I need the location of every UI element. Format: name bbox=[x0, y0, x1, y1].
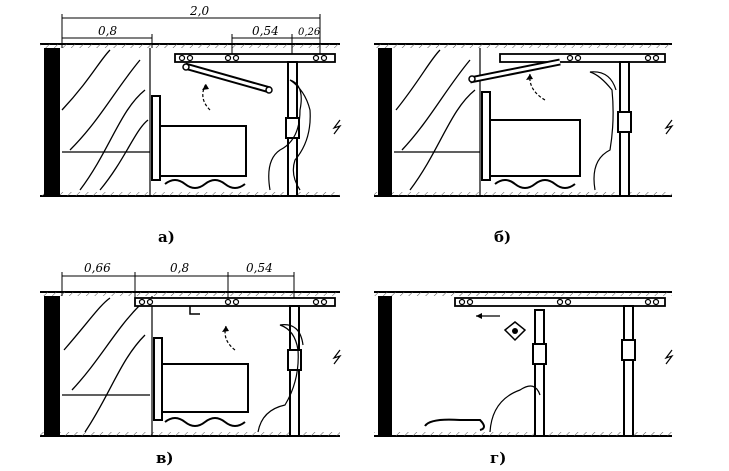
worker-figure bbox=[268, 79, 311, 191]
worker-figure bbox=[589, 71, 617, 191]
conveyor-chain bbox=[164, 179, 246, 189]
panel-label-g: г) bbox=[490, 449, 506, 467]
coal-face bbox=[44, 296, 60, 436]
seam-texture bbox=[394, 49, 480, 191]
dimension-lines-top bbox=[61, 14, 321, 54]
dim-0-8-bottom: 0,8 bbox=[170, 261, 189, 275]
hydraulic-prop bbox=[534, 309, 545, 437]
floor-hatch bbox=[40, 192, 340, 196]
dim-0-54-bottom: 0,54 bbox=[246, 261, 273, 275]
conveyor-side bbox=[151, 95, 161, 181]
worker-figure bbox=[257, 324, 304, 433]
hydraulic-prop-2 bbox=[623, 305, 634, 437]
dim-total: 2,0 bbox=[189, 4, 209, 18]
coal-face bbox=[378, 48, 392, 196]
conveyor-remnant bbox=[424, 418, 485, 431]
canopy bbox=[499, 53, 666, 63]
panel-g: г) bbox=[374, 291, 674, 467]
coal-face bbox=[378, 296, 392, 436]
dimension-lines-bottom bbox=[61, 272, 295, 298]
panel-label-b: б) bbox=[494, 228, 511, 246]
coal-face bbox=[44, 48, 60, 196]
conveyor-body bbox=[161, 363, 249, 413]
panel-label-a: а) bbox=[158, 228, 175, 246]
panel-b: б) bbox=[374, 43, 674, 246]
worker-figure bbox=[489, 385, 541, 433]
roof-hatch bbox=[40, 44, 340, 48]
dim-0-26: 0,26 bbox=[298, 27, 321, 38]
seam-texture bbox=[62, 297, 150, 433]
conveyor-body bbox=[159, 125, 247, 177]
panel-v: 0,66 0,8 0,54 в) bbox=[40, 261, 342, 467]
dim-0-66: 0,66 bbox=[84, 261, 111, 275]
dim-0-8: 0,8 bbox=[98, 24, 117, 38]
canopy-pins bbox=[178, 54, 328, 62]
dim-0-54: 0,54 bbox=[252, 24, 279, 38]
conveyor-body bbox=[489, 119, 581, 177]
seam-texture bbox=[61, 49, 150, 191]
panel-a: 2,0 0,8 0,54 0,26 а) bbox=[40, 4, 342, 246]
panel-label-v: в) bbox=[156, 449, 174, 467]
canopy bbox=[174, 53, 336, 63]
